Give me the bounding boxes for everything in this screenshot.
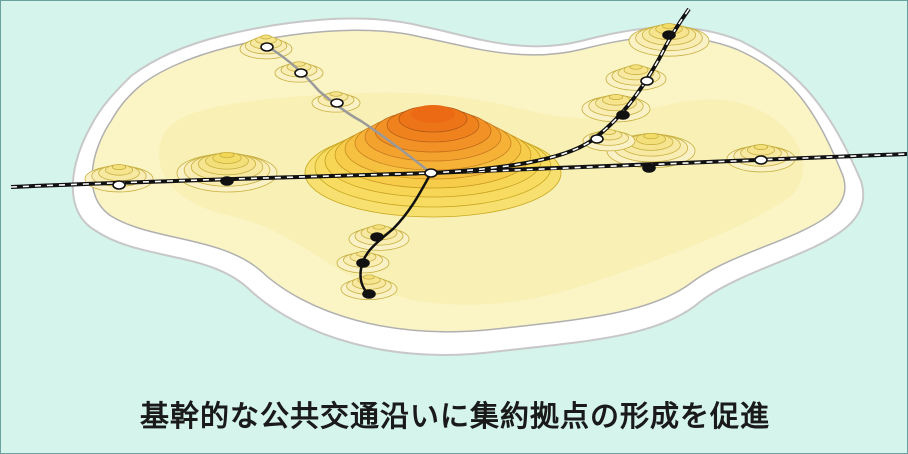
white-dot-icon xyxy=(330,98,344,108)
black-dot-icon xyxy=(362,289,376,299)
satellite-hub xyxy=(340,274,398,301)
branch-line-south xyxy=(359,172,433,296)
white-dot-icon xyxy=(260,42,274,52)
black-dot-icon xyxy=(370,232,384,242)
black-dot-icon xyxy=(642,163,656,173)
rail-line-northeast xyxy=(430,7,691,175)
white-dot-icon xyxy=(590,134,604,144)
black-dot-icon xyxy=(662,30,676,40)
caption-text: 基幹的な公共交通沿いに集約拠点の形成を促進 xyxy=(139,399,770,433)
white-dot-icon xyxy=(112,180,126,190)
black-dot-icon xyxy=(220,176,234,186)
black-dot-icon xyxy=(616,110,630,120)
white-dot-icon xyxy=(424,168,438,178)
branch-line-northwest xyxy=(266,44,432,174)
white-dot-icon xyxy=(754,155,768,165)
white-dot-icon xyxy=(640,76,654,86)
white-dot-icon xyxy=(294,68,308,78)
black-dot-icon xyxy=(356,258,370,268)
stations xyxy=(112,30,768,299)
